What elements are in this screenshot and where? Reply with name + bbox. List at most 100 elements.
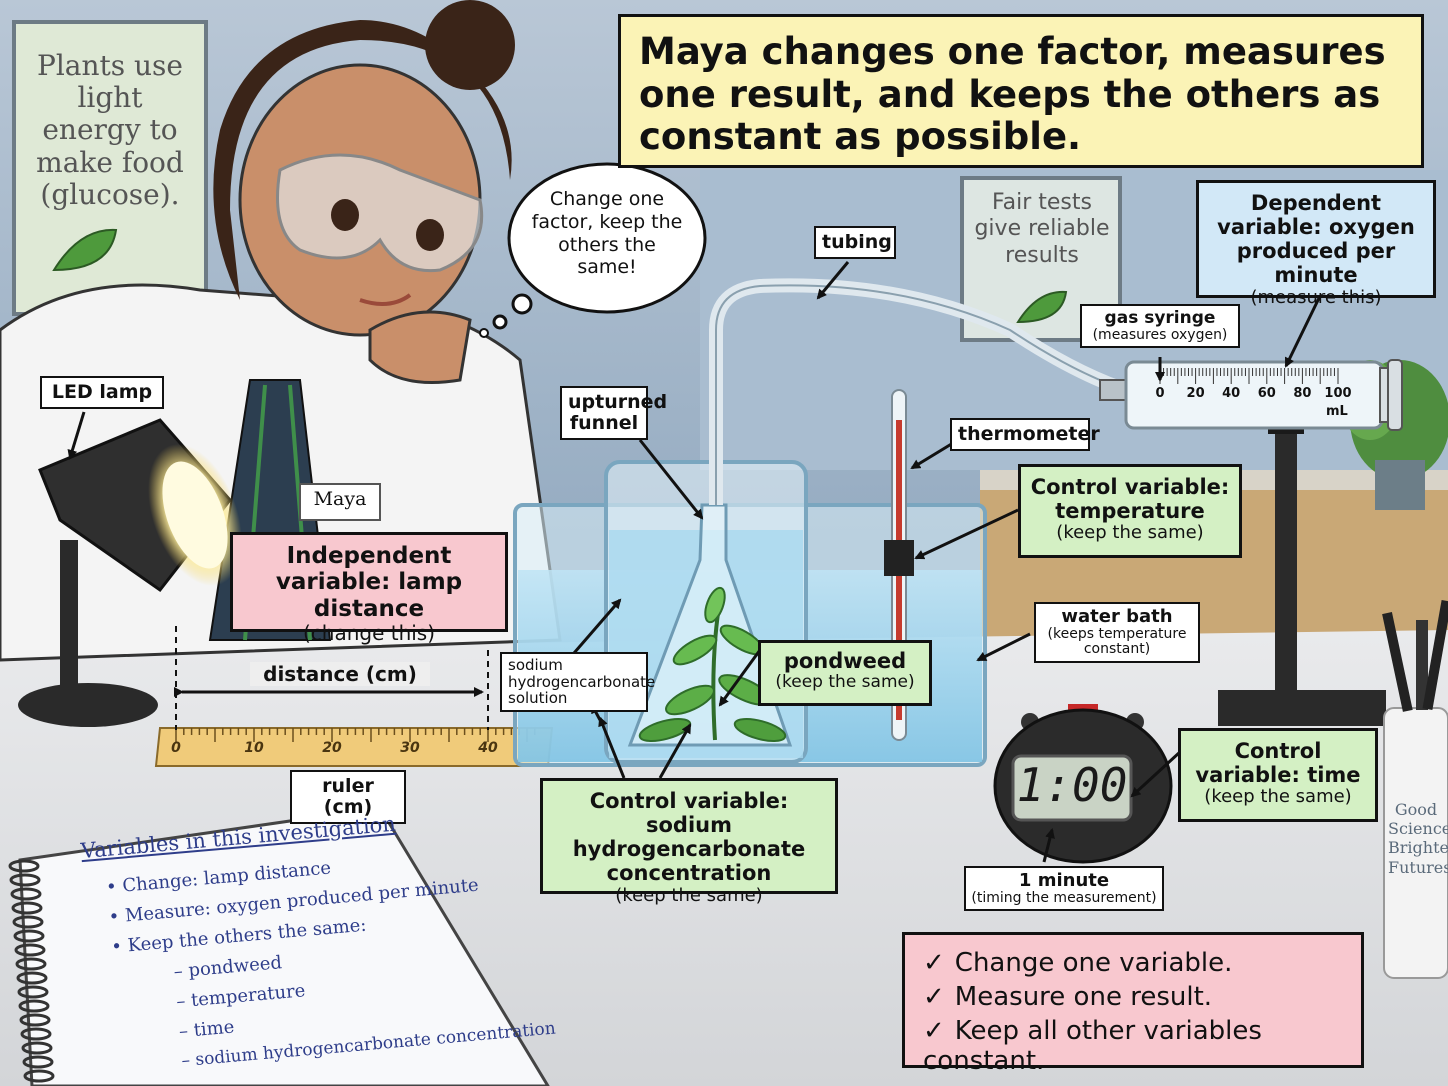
- syringe-tick-label: 100: [1324, 386, 1352, 401]
- dependent-variable-sub: (measure this): [1250, 286, 1382, 308]
- ruler-tick-label: 0: [171, 740, 181, 756]
- notebook-ring: [15, 957, 47, 971]
- one-minute-title: 1 minute: [1018, 870, 1110, 891]
- control-concentration-sub: (keep the same): [615, 884, 763, 906]
- poster-middle-text: Fair tests give reliable results: [974, 190, 1110, 268]
- notebook-line: – time: [178, 1016, 236, 1043]
- syringe-tick-label: 0: [1155, 386, 1165, 401]
- ruler-tick-label: 30: [400, 740, 420, 756]
- syringe-tick-label: 20: [1186, 386, 1205, 401]
- cup-text: Good Science Brighter Futures: [1388, 800, 1448, 877]
- pondweed-box: pondweed (keep the same): [758, 640, 932, 706]
- name-badge: Maya: [313, 488, 367, 510]
- gas-syringe-label: gas syringe (measures oxygen): [1080, 304, 1240, 349]
- ruler-tick-label: 40: [478, 740, 498, 756]
- notebook-ring: [12, 915, 44, 929]
- check-icon: ✓: [923, 948, 945, 978]
- notebook-line: – temperature: [175, 980, 307, 1013]
- checklist-item: ✓Keep all other variables constant.: [923, 1015, 1343, 1077]
- check-icon: ✓: [923, 981, 945, 1012]
- control-temperature-box: Control variable: temperature (keep the …: [1018, 464, 1242, 558]
- arrow-led-lamp: [67, 411, 86, 460]
- checklist-box: ✓Change one variable.✓Measure one result…: [902, 932, 1364, 1076]
- control-time-sub: (keep the same): [1204, 786, 1352, 808]
- arrow-one-minute: [1042, 828, 1055, 863]
- independent-variable-title: Independent variable: lamp distance: [275, 543, 463, 622]
- led-lamp-label: LED lamp: [40, 376, 164, 409]
- control-temperature-sub: (keep the same): [1056, 522, 1204, 544]
- water-bath-label: water bath (keeps temperature constant): [1034, 602, 1200, 663]
- checklist-text: Keep all other variables constant.: [923, 1015, 1262, 1076]
- arrow-pondweed: [718, 649, 762, 707]
- arrow-funnel: [638, 439, 704, 520]
- dependent-variable-box: Dependent variable: oxygen produced per …: [1196, 180, 1436, 307]
- one-minute-label: 1 minute (timing the measurement): [964, 866, 1164, 912]
- syringe-tick-label: 60: [1257, 386, 1276, 401]
- ruler-label: ruler (cm): [290, 770, 406, 824]
- notebook-ring: [19, 1013, 51, 1027]
- notebook-ring: [10, 887, 42, 901]
- checklist-item: ✓Change one variable.: [923, 948, 1343, 979]
- gas-syringe-sub: (measures oxygen): [1092, 326, 1228, 343]
- poster-left-text: Plants use light energy to make food (gl…: [36, 49, 184, 211]
- poster-left: [12, 20, 208, 316]
- notebook-ring: [8, 859, 40, 873]
- notebook-ring: [18, 999, 50, 1013]
- thought-bubble-shape: [479, 162, 707, 338]
- arrow-concentration: [658, 723, 692, 779]
- ruler-tick-label: 10: [244, 740, 264, 756]
- pondweed-sub: (keep the same): [775, 672, 915, 693]
- thought-bubble-text: Change one factor, keep the others the s…: [531, 188, 683, 279]
- checklist-text: Measure one result.: [954, 981, 1213, 1012]
- ruler: [154, 727, 554, 767]
- notebook-ring: [14, 943, 46, 957]
- arrow-solution: [566, 598, 622, 661]
- thermometer-label: thermometer: [950, 418, 1100, 451]
- control-temperature-title: Control variable: temperature: [1030, 475, 1230, 524]
- page-title: Maya changes one factor, measures one re…: [618, 14, 1424, 168]
- pondweed-title: pondweed: [783, 649, 907, 673]
- checklist-item: ✓ Measure one result.: [923, 981, 1343, 1013]
- independent-variable-sub: (change this): [302, 621, 436, 646]
- gas-syringe-device: [1099, 359, 1403, 726]
- upturned-funnel-label: upturned funnel: [560, 386, 667, 440]
- ruler-tick-label: 20: [322, 740, 342, 756]
- arrow-tubing: [816, 261, 850, 300]
- notebook-ring: [17, 985, 49, 999]
- one-minute-sub: (timing the measurement): [971, 889, 1157, 906]
- water-bath-title: water bath: [1061, 606, 1173, 627]
- pen-cup: [1382, 599, 1448, 979]
- notebook-ring: [23, 1069, 55, 1083]
- water-bath-sub: (keeps temperature constant): [1047, 625, 1187, 658]
- syringe-tick-label: 80: [1293, 386, 1312, 401]
- notebook-ring: [11, 901, 43, 915]
- notebook-line: – pondweed: [172, 952, 283, 983]
- checklist: ✓Change one variable.✓Measure one result…: [923, 948, 1343, 1077]
- notebook-ring: [13, 929, 45, 943]
- control-time-title: Control variable: time: [1195, 739, 1361, 788]
- check-icon: ✓: [923, 1015, 945, 1046]
- arrow-concentration-2: [598, 716, 626, 779]
- control-concentration-box: Control variable: sodium hydrogencarbona…: [540, 778, 838, 905]
- notebook-ring: [9, 873, 41, 887]
- arrow-time: [1130, 750, 1182, 798]
- stopwatch-display: 1:00: [1016, 758, 1128, 812]
- sodium-solution-label: sodium hydrogencarbonate solution: [500, 652, 655, 712]
- gas-syringe-title: gas syringe: [1104, 308, 1216, 328]
- stopwatch: [993, 704, 1173, 864]
- syringe-marks: [1159, 368, 1339, 384]
- control-time-box: Control variable: time (keep the same): [1178, 728, 1378, 822]
- notebook-heading: Variables in this investigation: [79, 811, 397, 864]
- notebook-ring: [21, 1041, 53, 1055]
- ruler-marks: [175, 728, 536, 742]
- dependent-variable-title: Dependent variable: oxygen produced per …: [1217, 191, 1415, 288]
- tubing-label: tubing: [814, 226, 896, 259]
- notebook-ring: [16, 971, 48, 985]
- independent-variable-box: Independent variable: lamp distance (cha…: [230, 532, 508, 645]
- syringe-tick-label: 40: [1222, 386, 1241, 401]
- leaf-icon: [52, 228, 118, 272]
- notebook: [8, 806, 550, 1086]
- control-concentration-title: Control variable: sodium hydrogencarbona…: [572, 789, 806, 886]
- distance-label: distance (cm): [250, 662, 430, 686]
